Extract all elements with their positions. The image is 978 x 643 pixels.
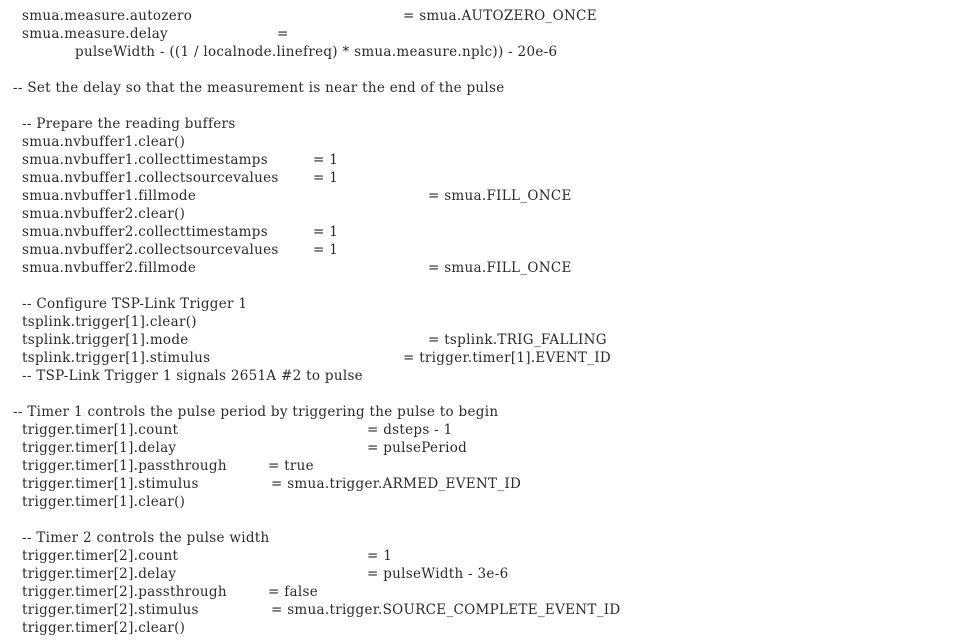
- code-line: trigger.timer[2].stimulus: [22, 602, 199, 618]
- code-line: tsplink.trigger[1].mode: [22, 332, 189, 348]
- code-line-value: = smua.FILL_ONCE: [428, 188, 572, 204]
- code-line-value: = pulsePeriod: [367, 440, 468, 456]
- code-line-value: = smua.trigger.SOURCE_COMPLETE_EVENT_ID: [271, 602, 621, 618]
- code-line: smua.nvbuffer1.clear(): [22, 134, 186, 150]
- code-line: smua.nvbuffer1.fillmode: [22, 188, 197, 204]
- code-line-value: = tsplink.TRIG_FALLING: [428, 332, 607, 348]
- code-line: trigger.timer[1].delay: [22, 440, 177, 456]
- code-comment: -- Timer 1 controls the pulse period by …: [13, 404, 499, 420]
- code-line: pulseWidth - ((1 / localnode.linefreq) *…: [75, 44, 558, 60]
- code-comment: -- Set the delay so that the measurement…: [13, 80, 505, 96]
- code-comment: -- Timer 2 controls the pulse width: [22, 530, 270, 546]
- code-line: smua.nvbuffer2.collectsourcevalues: [22, 242, 279, 258]
- code-line-value: = 1: [313, 224, 339, 240]
- code-line-value: =: [277, 26, 289, 42]
- code-line-value: = 1: [367, 548, 393, 564]
- code-line: trigger.timer[2].clear(): [22, 620, 186, 636]
- code-line-value: = smua.trigger.ARMED_EVENT_ID: [271, 476, 522, 492]
- code-comment: -- TSP-Link Trigger 1 signals 2651A #2 t…: [22, 368, 363, 384]
- code-line-value: = dsteps - 1: [367, 422, 453, 438]
- code-line: trigger.timer[2].passthrough: [22, 584, 227, 600]
- code-line-value: = trigger.timer[1].EVENT_ID: [403, 350, 612, 366]
- code-line: trigger.timer[1].clear(): [22, 494, 186, 510]
- code-line: smua.nvbuffer1.collecttimestamps: [22, 152, 268, 168]
- code-line-value: = 1: [313, 152, 339, 168]
- code-line: trigger.timer[2].delay: [22, 566, 177, 582]
- code-line-value: = smua.AUTOZERO_ONCE: [403, 8, 597, 24]
- code-line: smua.nvbuffer2.collecttimestamps: [22, 224, 268, 240]
- code-line: smua.measure.delay: [22, 26, 168, 42]
- code-line: trigger.timer[1].passthrough: [22, 458, 227, 474]
- code-line: trigger.timer[1].count: [22, 422, 179, 438]
- code-line: tsplink.trigger[1].stimulus: [22, 350, 211, 366]
- code-line: trigger.timer[1].stimulus: [22, 476, 199, 492]
- code-line-value: = true: [268, 458, 314, 474]
- code-line: smua.nvbuffer1.collectsourcevalues: [22, 170, 279, 186]
- code-line: trigger.timer[2].count: [22, 548, 179, 564]
- code-line: tsplink.trigger[1].clear(): [22, 314, 197, 330]
- code-comment: -- Configure TSP-Link Trigger 1: [22, 296, 248, 312]
- code-line-value: = 1: [313, 170, 339, 186]
- code-line: smua.nvbuffer2.clear(): [22, 206, 186, 222]
- code-line-value: = false: [268, 584, 318, 600]
- code-comment: -- Prepare the reading buffers: [22, 116, 236, 132]
- code-line-value: = pulseWidth - 3e-6: [367, 566, 509, 582]
- code-line-value: = 1: [313, 242, 339, 258]
- code-line: smua.nvbuffer2.fillmode: [22, 260, 197, 276]
- code-line-value: = smua.FILL_ONCE: [428, 260, 572, 276]
- code-line: smua.measure.autozero: [22, 8, 193, 24]
